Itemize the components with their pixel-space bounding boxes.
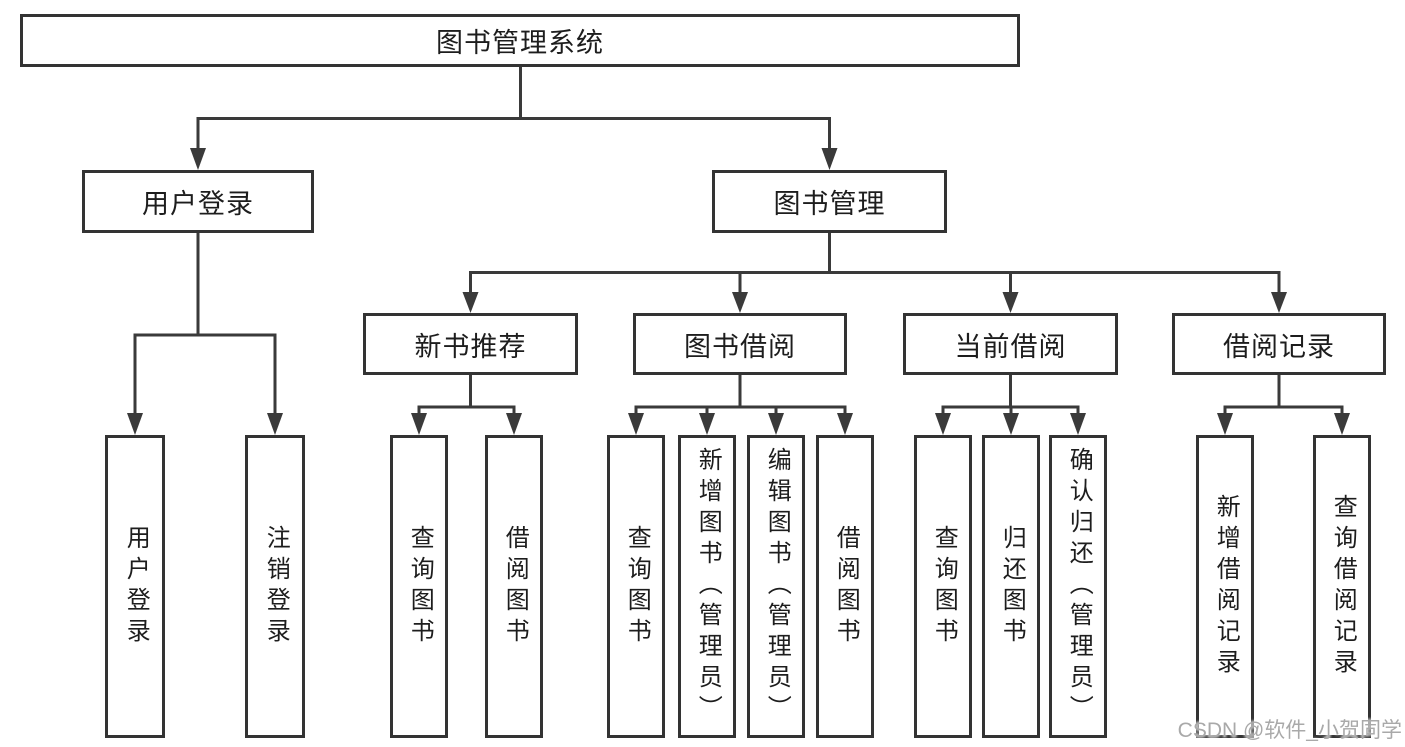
leaf-bb-add-books-admin: 新增图书（管理员） <box>678 435 736 738</box>
arrow-down-icon <box>821 148 838 170</box>
arrow-down-icon <box>732 292 748 313</box>
leaf-user-login: 用户登录 <box>105 435 165 738</box>
node-label: 用户登录 <box>122 524 150 649</box>
arrow-down-icon <box>1002 292 1019 313</box>
arrow-down-icon <box>127 413 143 435</box>
connector-group-borrow-records <box>1217 375 1350 435</box>
node-label: 查询图书 <box>930 524 958 649</box>
node-label: 编辑图书（管理员） <box>763 447 791 726</box>
leaf-bb-query-books: 查询图书 <box>607 435 665 738</box>
node-new-book-recommend: 新书推荐 <box>363 313 578 375</box>
arrow-down-icon <box>462 292 479 313</box>
node-label: 查询图书 <box>406 524 434 649</box>
node-book-management: 图书管理 <box>712 170 947 233</box>
arrow-down-icon <box>935 413 951 435</box>
arrow-down-icon <box>1003 413 1019 435</box>
connector-group-book-borrowing <box>628 375 853 435</box>
leaf-cb-return-books: 归还图书 <box>982 435 1040 738</box>
connector-group-user-login <box>127 233 283 435</box>
node-user-login: 用户登录 <box>82 170 314 233</box>
leaf-cb-query-books: 查询图书 <box>914 435 972 738</box>
leaf-br-query-record: 查询借阅记录 <box>1313 435 1371 738</box>
leaf-br-add-record: 新增借阅记录 <box>1196 435 1254 738</box>
node-borrow-records: 借阅记录 <box>1172 313 1386 375</box>
node-label: 借阅图书 <box>501 524 529 649</box>
arrow-down-icon <box>506 413 522 435</box>
arrow-down-icon <box>837 413 853 435</box>
arrow-down-icon <box>699 413 715 435</box>
node-label: 查询图书 <box>623 524 651 649</box>
node-label: 查询借阅记录 <box>1329 493 1357 680</box>
arrow-down-icon <box>1271 292 1287 313</box>
leaf-nbr-borrow-books: 借阅图书 <box>485 435 543 738</box>
node-label: 确认归还（管理员） <box>1065 447 1093 726</box>
arrow-down-icon <box>1070 413 1086 435</box>
node-book-borrowing: 图书借阅 <box>633 313 847 375</box>
node-label: 归还图书 <box>998 524 1026 649</box>
arrow-down-icon <box>1334 413 1350 435</box>
arrow-down-icon <box>628 413 644 435</box>
node-label: 新增借阅记录 <box>1212 493 1240 680</box>
arrow-down-icon <box>267 413 283 435</box>
arrow-down-icon <box>1217 413 1233 435</box>
node-label: 借阅图书 <box>832 524 860 649</box>
node-current-borrowing: 当前借阅 <box>903 313 1118 375</box>
connector-group-new-book-recommend <box>411 375 522 435</box>
watermark: CSDN @软件_小贺同学 <box>1177 719 1402 742</box>
leaf-bb-borrow-books: 借阅图书 <box>816 435 874 738</box>
leaf-cb-confirm-return-admin: 确认归还（管理员） <box>1049 435 1107 738</box>
arrow-down-icon <box>768 413 784 435</box>
leaf-nbr-query-books: 查询图书 <box>390 435 448 738</box>
connector-group-book-management <box>462 233 1287 313</box>
node-system-root: 图书管理系统 <box>20 14 1020 67</box>
leaf-logout: 注销登录 <box>245 435 305 738</box>
connector-group-root <box>190 67 838 170</box>
connector-group-current-borrowing <box>935 375 1086 435</box>
arrow-down-icon <box>190 148 206 170</box>
node-label: 新增图书（管理员） <box>694 447 722 726</box>
leaf-bb-edit-books-admin: 编辑图书（管理员） <box>747 435 805 738</box>
node-label: 注销登录 <box>262 524 290 649</box>
arrow-down-icon <box>411 413 427 435</box>
